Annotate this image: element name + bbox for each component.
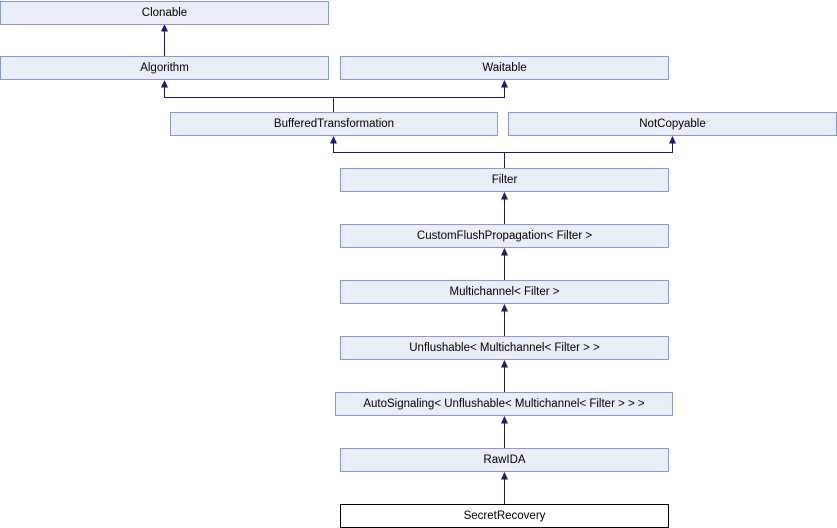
class-node-raw-ida[interactable]: RawIDA — [340, 448, 669, 472]
arrowhead-icon — [501, 416, 508, 424]
class-node-unflushable[interactable]: Unflushable< Multichannel< Filter > > — [340, 336, 669, 360]
arrowhead-icon — [161, 24, 168, 32]
arrowhead-icon — [501, 304, 508, 312]
inheritance-edge-bufferedtransformation-waitable — [333, 87, 505, 98]
inheritance-edge-filter-notcopyable — [504, 143, 673, 153]
inheritance-edge-bufferedtransformation-algorithm — [164, 87, 334, 112]
arrowhead-icon — [161, 80, 168, 88]
inheritance-edge-filter-bufferedtransformation — [333, 143, 505, 168]
arrowhead-icon — [501, 472, 508, 480]
arrowhead-icon — [501, 360, 508, 368]
class-node-multichannel[interactable]: Multichannel< Filter > — [340, 280, 669, 304]
arrowhead-icon — [501, 192, 508, 200]
arrowhead-icon — [501, 248, 508, 256]
class-node-buffered-transformation[interactable]: BufferedTransformation — [170, 112, 498, 136]
class-node-secret-recovery: SecretRecovery — [340, 504, 669, 528]
class-node-waitable[interactable]: Waitable — [340, 56, 669, 80]
class-node-custom-flush-propagation[interactable]: CustomFlushPropagation< Filter > — [340, 224, 669, 248]
class-node-filter[interactable]: Filter — [340, 168, 669, 192]
arrowhead-icon — [330, 136, 337, 144]
class-node-auto-signaling[interactable]: AutoSignaling< Unflushable< Multichannel… — [335, 392, 673, 416]
class-node-algorithm[interactable]: Algorithm — [0, 56, 329, 80]
class-node-not-copyable[interactable]: NotCopyable — [508, 112, 837, 136]
class-node-clonable[interactable]: Clonable — [0, 1, 329, 25]
arrowhead-icon — [501, 80, 508, 88]
arrowhead-icon — [669, 136, 676, 144]
